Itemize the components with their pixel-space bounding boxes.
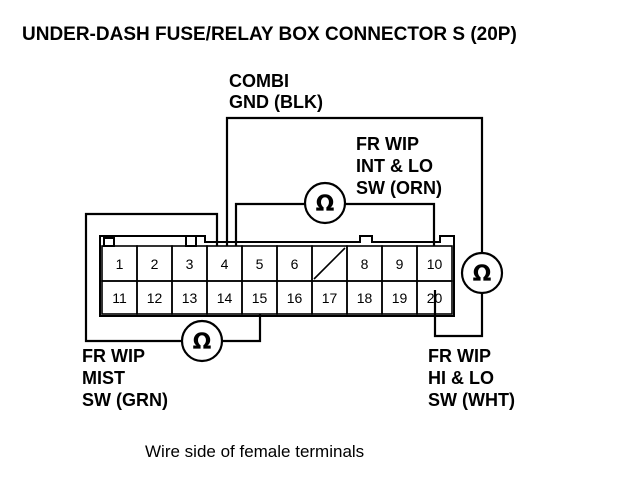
pin-label: 11 <box>112 290 127 306</box>
ohm-symbol: Ω <box>193 330 212 355</box>
ohmmeter-int-lo: Ω <box>303 181 347 225</box>
combi-label-line1: COMBI <box>229 71 289 91</box>
ohmmeter-int-lo-icon <box>303 181 347 225</box>
pin-label: 5 <box>256 256 264 272</box>
pin-label: 4 <box>221 256 229 272</box>
ohm-symbol: Ω <box>473 262 492 287</box>
hi-lo-label-line3: SW (WHT) <box>428 390 515 410</box>
pin-label: 3 <box>186 256 194 272</box>
pin-numbers-bottom: 11 12 13 14 15 16 17 18 19 20 <box>112 290 442 306</box>
pin-numbers-top: 1 2 3 4 5 6 8 9 10 <box>116 256 443 272</box>
pin-label: 15 <box>252 290 268 306</box>
hi-lo-label-line1: FR WIP <box>428 346 491 366</box>
int-lo-label-line3: SW (ORN) <box>356 178 442 198</box>
pin-label: 10 <box>427 256 443 272</box>
combi-label-line2: GND (BLK) <box>229 92 323 112</box>
pin-label: 9 <box>396 256 404 272</box>
ohm-symbol: Ω <box>316 192 335 217</box>
mist-label-line3: SW (GRN) <box>82 390 168 410</box>
pin-label: 12 <box>147 290 163 306</box>
mist-label-line2: MIST <box>82 368 125 388</box>
wire-combi-hi-lo <box>225 116 484 338</box>
pin-label: 14 <box>217 290 233 306</box>
pin-label: 1 <box>116 256 124 272</box>
hi-lo-label-line2: HI & LO <box>428 368 494 388</box>
pin-label: 8 <box>361 256 369 272</box>
pin-label: 2 <box>151 256 159 272</box>
ohmmeter-hi-lo-icon <box>460 251 504 295</box>
wire-int-lo <box>234 202 436 246</box>
ohmmeter-mist-icon <box>180 319 224 363</box>
ohmmeter-hi-lo: Ω <box>460 251 504 295</box>
int-lo-label-line2: INT & LO <box>356 156 433 176</box>
pin-label: 16 <box>287 290 303 306</box>
int-lo-label-line1: FR WIP <box>356 134 419 154</box>
pin-label: 6 <box>291 256 299 272</box>
pin-label: 18 <box>357 290 373 306</box>
ohmmeter-mist: Ω <box>180 319 224 363</box>
mist-label-line1: FR WIP <box>82 346 145 366</box>
pin-label: 19 <box>392 290 408 306</box>
pin-label: 17 <box>322 290 338 306</box>
diagram-title: UNDER-DASH FUSE/RELAY BOX CONNECTOR S (2… <box>22 24 517 45</box>
pin-label: 13 <box>182 290 198 306</box>
wire-mist <box>84 212 262 343</box>
empty-cavity-slash <box>313 247 346 280</box>
diagram-caption: Wire side of female terminals <box>145 442 364 461</box>
